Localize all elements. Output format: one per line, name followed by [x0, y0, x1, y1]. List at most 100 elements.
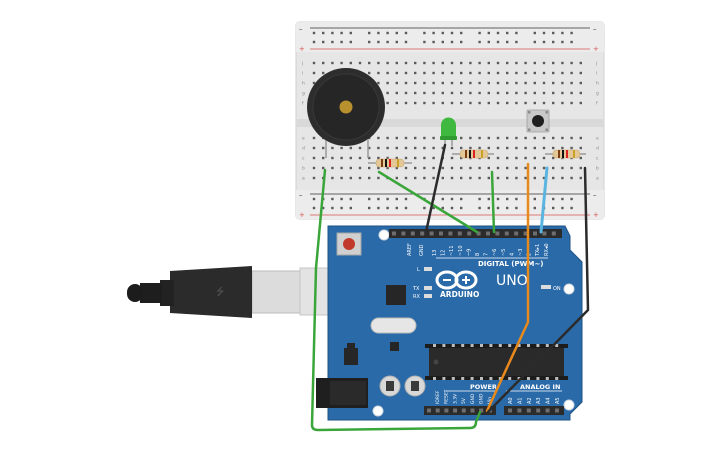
breadboard-hole	[432, 156, 435, 160]
breadboard-hole	[542, 91, 546, 95]
breadboard-hole	[331, 156, 334, 160]
row-letter: d	[302, 146, 305, 152]
header-pin	[444, 408, 449, 413]
rail-hole	[506, 197, 509, 201]
breadboard-hole	[552, 61, 555, 65]
breadboard-hole	[349, 176, 352, 180]
button-cap	[532, 115, 544, 127]
digital-pin-label: ~3	[518, 249, 524, 256]
breadboard-hole	[533, 91, 536, 95]
rail-hole	[533, 197, 536, 201]
power-pin-label: 5V	[461, 397, 467, 404]
breadboard-hole	[496, 176, 500, 180]
reset-button-cap	[343, 238, 355, 250]
row-letter: d	[596, 146, 599, 152]
header-pin	[429, 231, 434, 236]
breadboard-hole	[414, 81, 417, 85]
power-pin-label: 3.3V	[452, 393, 458, 404]
usb-plug-body	[170, 266, 252, 318]
resistor-3[interactable]	[545, 149, 586, 159]
breadboard-hole	[349, 166, 352, 170]
rail-hole	[460, 197, 463, 201]
chip-pin	[536, 377, 540, 380]
breadboard-hole	[441, 176, 444, 180]
button-pin-tl	[528, 111, 531, 114]
rail-hole	[506, 206, 509, 210]
usb-cable[interactable]: ⭍	[127, 266, 363, 318]
led-rim	[440, 136, 457, 140]
wire-button-5v[interactable]	[485, 162, 530, 413]
chip-pin	[489, 344, 493, 347]
breadboard-hole	[450, 71, 454, 75]
chip-pin	[480, 377, 483, 380]
breadboard-hole	[570, 166, 573, 170]
push-button[interactable]	[526, 109, 550, 133]
breadboard-hole	[542, 101, 546, 105]
breadboard-hole	[322, 146, 325, 150]
chip-pin	[527, 377, 530, 380]
breadboard-hole	[404, 166, 408, 170]
rail-hole	[450, 197, 454, 201]
chip-pin	[555, 377, 559, 380]
rail-hole	[515, 40, 518, 44]
wire-buzzer-pin8[interactable]	[377, 170, 479, 234]
header-pin	[410, 231, 415, 236]
breadboard-hole	[312, 136, 316, 140]
breadboard-hole	[368, 146, 371, 150]
breadboard-hole	[404, 136, 408, 140]
header-pin	[514, 231, 519, 236]
row-letter: g	[302, 92, 305, 97]
green-led[interactable]	[440, 117, 457, 146]
piezo-buzzer[interactable]	[307, 68, 385, 158]
rail-hole	[450, 31, 454, 35]
wire-resistor-ground[interactable]	[486, 166, 590, 414]
breadboard-hole	[561, 136, 564, 140]
breadboard-hole	[496, 61, 500, 65]
wire-buzzer-ground[interactable]	[310, 168, 482, 432]
row-letter: c	[596, 157, 599, 162]
rail-hole	[349, 197, 352, 201]
breadboard-hole	[579, 91, 582, 95]
breadboard-hole	[450, 91, 454, 95]
wire-button-pin2[interactable]	[539, 166, 549, 234]
rail-hole	[561, 31, 564, 35]
row-letter: j	[595, 61, 597, 67]
resistor-1[interactable]	[368, 158, 412, 168]
breadboard-hole	[552, 71, 555, 75]
rail-hole	[552, 40, 555, 44]
resistor-2[interactable]	[452, 149, 494, 159]
rail-hole	[331, 206, 334, 210]
analog-pin-label: A1	[517, 397, 523, 404]
breadboard-hole	[322, 71, 325, 75]
breadboard-hole	[441, 166, 444, 170]
wire-led-ground[interactable]	[424, 143, 447, 234]
header-pin	[536, 408, 541, 413]
chip-pin	[508, 344, 512, 347]
breadboard-hole	[450, 61, 454, 65]
breadboard-hole	[349, 61, 352, 65]
usb-cable-end	[127, 284, 143, 302]
rail-hole	[432, 40, 435, 44]
breadboard-hole	[322, 156, 325, 160]
power-header-label: POWER	[470, 383, 497, 391]
breadboard-hole	[395, 146, 398, 150]
breadboard-hole	[368, 176, 371, 180]
rail-hole	[496, 31, 500, 35]
chip-pin	[527, 344, 530, 347]
rail-hole	[487, 40, 490, 44]
breadboard-hole	[478, 91, 481, 95]
wire-led-pin7[interactable]	[490, 170, 496, 234]
header-pin	[470, 408, 475, 413]
breadboard-hole	[570, 101, 573, 105]
breadboard-hole	[460, 136, 463, 140]
breadboard-hole	[478, 101, 481, 105]
breadboard-hole	[312, 146, 316, 150]
breadboard-hole	[460, 166, 463, 170]
digital-pin-label: 12	[441, 250, 447, 256]
rail-hole	[340, 31, 343, 35]
rail-hole	[404, 206, 408, 210]
rail-hole	[506, 40, 509, 44]
breadboard-hole	[331, 61, 334, 65]
rail-hole	[552, 197, 555, 201]
